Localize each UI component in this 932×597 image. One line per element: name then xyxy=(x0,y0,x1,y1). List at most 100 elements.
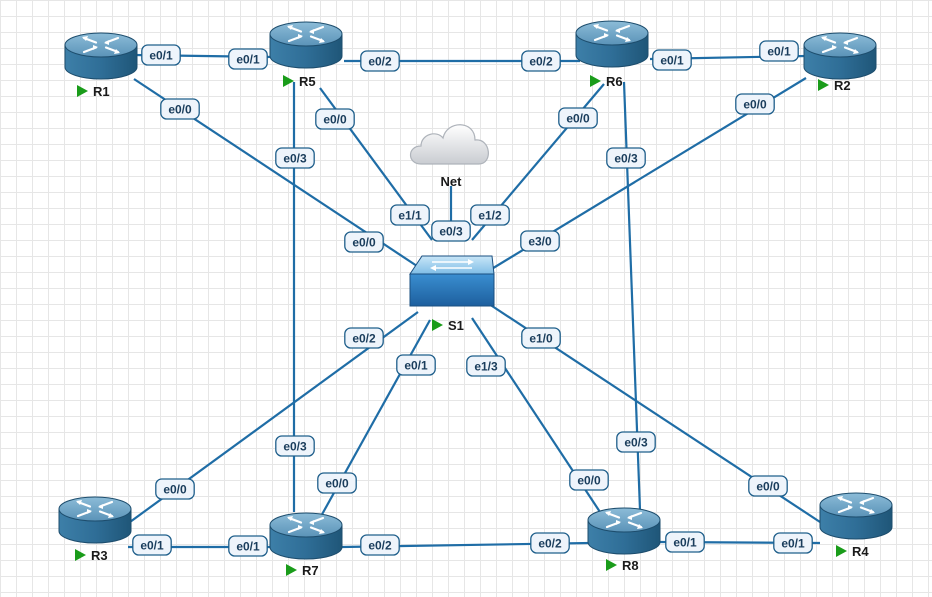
interface-label-r7: e0/3 xyxy=(275,435,315,457)
node-label-r1: R1 xyxy=(93,84,110,99)
interface-label-s1-text: e0/3 xyxy=(439,225,463,239)
interface-label-r8-text: e0/3 xyxy=(624,436,648,450)
node-r5[interactable]: R5 xyxy=(269,21,343,89)
interface-label-r8: e0/3 xyxy=(616,431,656,453)
interface-label-r7: e0/1 xyxy=(228,535,268,557)
interface-label-r5: e0/3 xyxy=(275,147,315,169)
interface-label-r5-text: e0/0 xyxy=(323,113,347,127)
running-indicator-icon xyxy=(283,75,294,87)
node-r1[interactable]: R1 xyxy=(64,32,138,99)
interface-label-s1-text: e1/0 xyxy=(529,332,553,346)
interface-label-r7-text: e0/3 xyxy=(283,440,307,454)
interface-label-s1: e0/0 xyxy=(344,231,384,253)
running-indicator-icon xyxy=(836,545,847,557)
interface-label-r4: e0/1 xyxy=(773,532,813,554)
interface-label-s1-text: e1/3 xyxy=(474,360,498,374)
node-r3[interactable]: R3 xyxy=(58,496,132,563)
interface-label-r5: e0/2 xyxy=(360,50,400,72)
switch-icon[interactable] xyxy=(409,255,495,307)
running-indicator-icon xyxy=(77,85,88,97)
running-indicator-icon xyxy=(818,79,829,91)
interface-label-s1: e1/2 xyxy=(470,204,510,226)
interface-label-r7-text: e0/2 xyxy=(368,539,392,553)
interface-label-r4-text: e0/1 xyxy=(781,537,805,551)
interface-label-s1: e0/1 xyxy=(396,354,436,376)
interface-label-r5-text: e0/2 xyxy=(368,55,392,69)
interface-label-r2: e0/1 xyxy=(759,40,799,62)
node-label-r3: R3 xyxy=(91,548,108,563)
interface-label-s1-text: e1/1 xyxy=(398,209,422,223)
interface-label-r7: e0/2 xyxy=(360,534,400,556)
interface-label-r4-text: e0/0 xyxy=(756,480,780,494)
router-icon[interactable] xyxy=(575,20,649,68)
interface-label-s1-text: e1/2 xyxy=(478,209,502,223)
router-icon[interactable] xyxy=(803,32,877,80)
running-indicator-icon xyxy=(432,319,443,331)
interface-label-r1: e0/0 xyxy=(160,98,200,120)
interface-label-r6: e0/0 xyxy=(558,107,598,129)
interface-label-s1-text: e0/1 xyxy=(404,359,428,373)
running-indicator-icon xyxy=(590,75,601,87)
node-r7[interactable]: R7 xyxy=(269,512,343,578)
node-net[interactable]: Net xyxy=(409,124,489,189)
interface-label-r5-text: e0/1 xyxy=(236,53,260,67)
interface-label-r1-text: e0/1 xyxy=(149,49,173,63)
interface-label-r8-text: e0/2 xyxy=(538,537,562,551)
router-icon[interactable] xyxy=(587,507,661,555)
interface-label-r5: e0/0 xyxy=(315,108,355,130)
node-label-r5: R5 xyxy=(299,74,316,89)
interface-label-r8: e0/0 xyxy=(569,469,609,491)
router-icon[interactable] xyxy=(269,512,343,560)
router-icon[interactable] xyxy=(269,21,343,69)
interface-label-r8-text: e0/0 xyxy=(577,474,601,488)
node-label-r4: R4 xyxy=(852,544,869,559)
interface-label-s1: e1/1 xyxy=(390,204,430,226)
node-label-r2: R2 xyxy=(834,78,851,93)
router-icon[interactable] xyxy=(64,32,138,80)
interface-label-r8: e0/1 xyxy=(665,531,705,553)
interface-label-r2-text: e0/0 xyxy=(743,98,767,112)
interface-label-r7-text: e0/1 xyxy=(236,540,260,554)
interface-label-r6: e0/1 xyxy=(652,49,692,71)
interface-label-r3: e0/0 xyxy=(155,478,195,500)
interface-label-r6-text: e0/3 xyxy=(614,152,638,166)
interface-label-r2: e0/0 xyxy=(735,93,775,115)
node-r8[interactable]: R8 xyxy=(587,507,661,573)
interface-label-r8-text: e0/1 xyxy=(673,536,697,550)
interface-label-s1: e0/3 xyxy=(431,220,471,242)
interface-label-r1-text: e0/0 xyxy=(168,103,192,117)
interface-label-r6-text: e0/1 xyxy=(660,54,684,68)
node-s1[interactable]: S1 xyxy=(409,255,495,333)
interface-label-r6: e0/2 xyxy=(521,50,561,72)
interface-label-r3-text: e0/0 xyxy=(163,483,187,497)
interface-label-r3: e0/1 xyxy=(132,534,172,556)
interface-label-s1-text: e0/2 xyxy=(352,332,376,346)
interface-label-s1-text: e0/0 xyxy=(352,236,376,250)
interface-label-r8: e0/2 xyxy=(530,532,570,554)
interface-label-r6-text: e0/2 xyxy=(529,55,553,69)
interface-label-r6: e0/3 xyxy=(606,147,646,169)
node-label-net: Net xyxy=(441,174,463,189)
interface-label-s1: e1/3 xyxy=(466,355,506,377)
interface-label-s1: e1/0 xyxy=(521,327,561,349)
router-icon[interactable] xyxy=(58,496,132,544)
interface-label-r2-text: e0/1 xyxy=(767,45,791,59)
node-r2[interactable]: R2 xyxy=(803,32,877,93)
interface-label-r4: e0/0 xyxy=(748,475,788,497)
interface-label-s1: e3/0 xyxy=(520,230,560,252)
interface-label-r6-text: e0/0 xyxy=(566,112,590,126)
interface-label-r7: e0/0 xyxy=(317,472,357,494)
node-r6[interactable]: R6 xyxy=(575,20,649,89)
interface-label-r5-text: e0/3 xyxy=(283,152,307,166)
router-icon[interactable] xyxy=(819,492,893,540)
node-label-r8: R8 xyxy=(622,558,639,573)
interface-label-s1-text: e3/0 xyxy=(528,235,552,249)
node-r4[interactable]: R4 xyxy=(819,492,893,559)
interface-label-r1: e0/1 xyxy=(141,44,181,66)
node-label-s1: S1 xyxy=(448,318,464,333)
running-indicator-icon xyxy=(606,559,617,571)
interface-label-r3-text: e0/1 xyxy=(140,539,164,553)
interface-label-r5: e0/1 xyxy=(228,48,268,70)
cloud-icon[interactable] xyxy=(409,124,489,165)
